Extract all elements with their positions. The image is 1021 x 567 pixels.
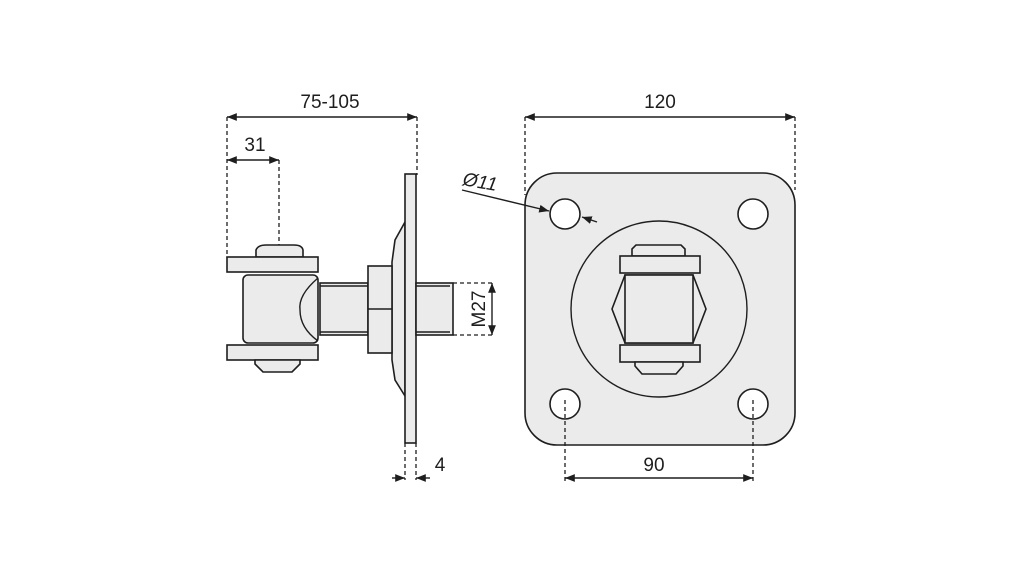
dimension-overall-length: 75-105	[300, 92, 359, 113]
bottom-nut-front	[634, 361, 684, 375]
thread-lines	[320, 285, 450, 333]
hole-spacing: 90	[643, 455, 664, 476]
hinge-body-front	[624, 274, 694, 344]
side-view: 75-105 31 M27 4	[226, 92, 496, 482]
threaded-end	[415, 282, 454, 336]
hinge-body	[242, 274, 319, 344]
bottom-washer	[226, 344, 319, 361]
thread-extension-lines	[453, 282, 495, 336]
plate-width: 120	[644, 92, 676, 113]
bolt-head	[255, 244, 304, 258]
mounting-hole	[737, 198, 769, 230]
shaft	[319, 282, 369, 336]
flange	[391, 218, 406, 399]
hole-leader-arrow	[581, 216, 598, 224]
bottom-nut	[254, 359, 301, 373]
width-extension-lines	[524, 117, 796, 195]
thickness-extension-lines	[404, 443, 417, 480]
top-washer	[226, 256, 319, 273]
bolt-head-front	[631, 244, 686, 257]
plate-thickness: 4	[435, 455, 446, 476]
mounting-hole	[549, 198, 581, 230]
flange-outline	[570, 220, 748, 398]
dimension-offset: 31	[244, 135, 265, 156]
front-view: 120 90 Ø11	[460, 92, 796, 482]
hole-diameter: Ø11	[460, 169, 499, 196]
hinge-body-curve	[299, 277, 319, 342]
bottom-washer-front	[619, 344, 701, 363]
mounting-plate-side	[404, 173, 417, 444]
hole-leader	[461, 189, 550, 213]
top-washer-front	[619, 255, 701, 274]
thread-size: M27	[469, 291, 490, 328]
extension-lines	[226, 117, 418, 258]
